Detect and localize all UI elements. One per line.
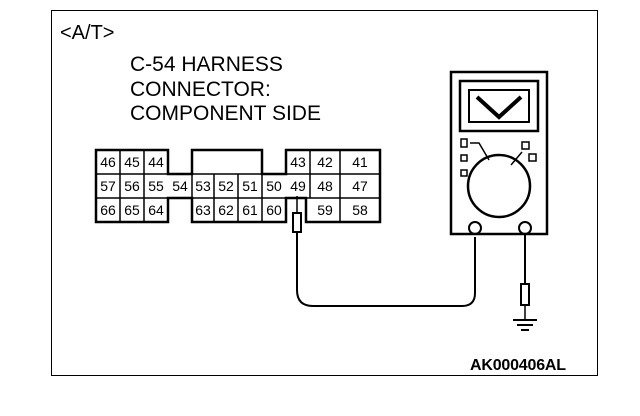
figure-code: AK000406AL [470,357,566,374]
test-lead-wire [296,237,476,307]
pin-label: 44 [148,154,164,170]
pin-label: 42 [317,154,333,170]
pin-label: 41 [352,154,368,170]
pin-label: 63 [195,202,211,218]
pin-label: 57 [100,178,116,194]
multimeter [449,70,549,236]
connector-probe [292,196,302,290]
pin-label: 66 [100,202,116,218]
pin-label: 47 [352,178,368,194]
pin-label: 52 [218,178,234,194]
title-line-1: C-54 HARNESS [130,53,283,76]
pin-label: 58 [352,202,368,218]
diagram-frame [51,10,598,376]
pin-label: 65 [124,202,140,218]
pin-label: 49 [290,178,306,194]
title-line-2: CONNECTOR: [130,77,271,101]
pin-label: 53 [195,178,211,194]
connector-pins: 46 45 44 43 42 41 57 56 55 54 53 52 51 5… [100,154,368,218]
volt-mode-icon [475,95,523,120]
pin-label: 54 [172,178,188,194]
pin-label: 61 [242,202,258,218]
pin-label: 50 [266,178,282,194]
c54-connector [94,148,382,224]
com-jack [468,221,482,235]
pin-label: 60 [266,202,282,218]
pin-label: 64 [148,202,164,218]
rotary-dial [466,153,532,219]
pin-label: 62 [218,202,234,218]
ground-lead [520,234,530,320]
pin-label: 55 [148,178,164,194]
section-tag: <A/T> [60,22,115,44]
title-line-3: COMPONENT SIDE [130,102,321,125]
pin-label: 51 [242,178,258,194]
connector-title: C-54 HARNESS CONNECTOR: COMPONENT SIDE [130,53,321,127]
pin-label: 46 [100,154,116,170]
pin-label: 48 [317,178,333,194]
pin-label: 43 [290,154,306,170]
ground-icon [513,319,537,331]
pin-label: 59 [317,202,333,218]
volt-jack [518,221,532,235]
pin-label: 45 [124,154,140,170]
pin-label: 56 [124,178,140,194]
